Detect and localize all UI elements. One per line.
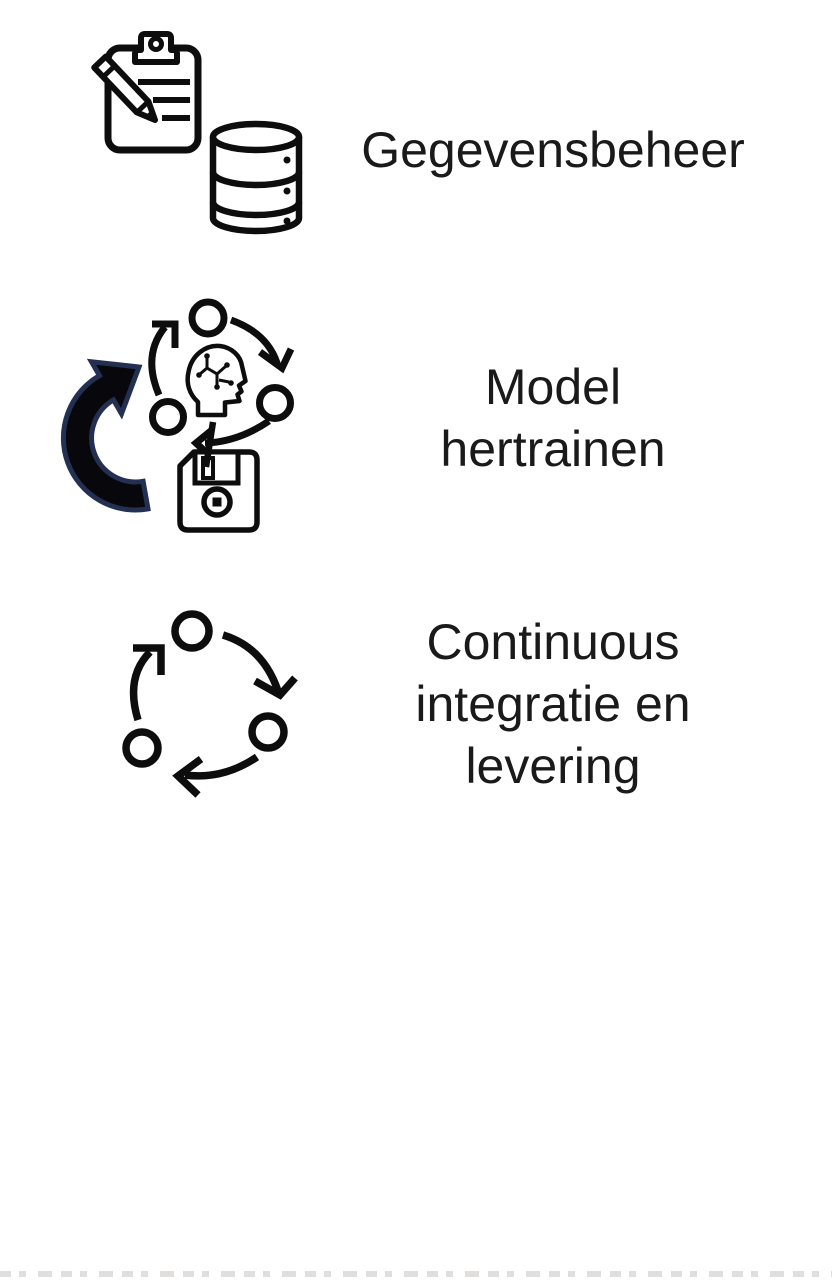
cycle-arrows <box>129 631 298 798</box>
model-retrain-cycle-icon <box>60 298 295 533</box>
cropped-content-artifact <box>0 1271 832 1277</box>
label-gegevensbeheer: Gegevensbeheer <box>333 119 773 181</box>
cycle-node <box>188 298 228 338</box>
label-line: hertrainen <box>440 421 666 477</box>
clipboard-pencil-icon <box>91 31 202 154</box>
row-gegevensbeheer: Gegevensbeheer <box>0 0 832 260</box>
row-model-hertrainen: Model hertrainen <box>0 280 832 560</box>
cycle-node <box>256 384 294 422</box>
row-continuous-integratie: Continuous integratie en levering <box>0 580 832 840</box>
label-model-hertrainen: Model hertrainen <box>333 356 773 480</box>
label-line: Model <box>484 359 622 415</box>
database-icon <box>209 120 303 235</box>
label-line: integratie en <box>415 676 691 732</box>
cycle-node <box>171 610 213 652</box>
label-line: Continuous <box>426 614 680 670</box>
refresh-cycle-icon <box>122 610 298 798</box>
retrain-curved-arrow <box>60 358 151 513</box>
label-continuous-integratie: Continuous integratie en levering <box>333 611 773 797</box>
cycle-node <box>149 398 187 436</box>
label-line: Gegevensbeheer <box>361 122 745 178</box>
cycle-node <box>248 712 288 752</box>
ai-head-icon <box>185 343 248 418</box>
label-line: levering <box>465 738 641 794</box>
cycle-node <box>122 728 162 768</box>
floppy-disk-icon <box>177 421 260 533</box>
cycle-arrows <box>148 316 295 459</box>
